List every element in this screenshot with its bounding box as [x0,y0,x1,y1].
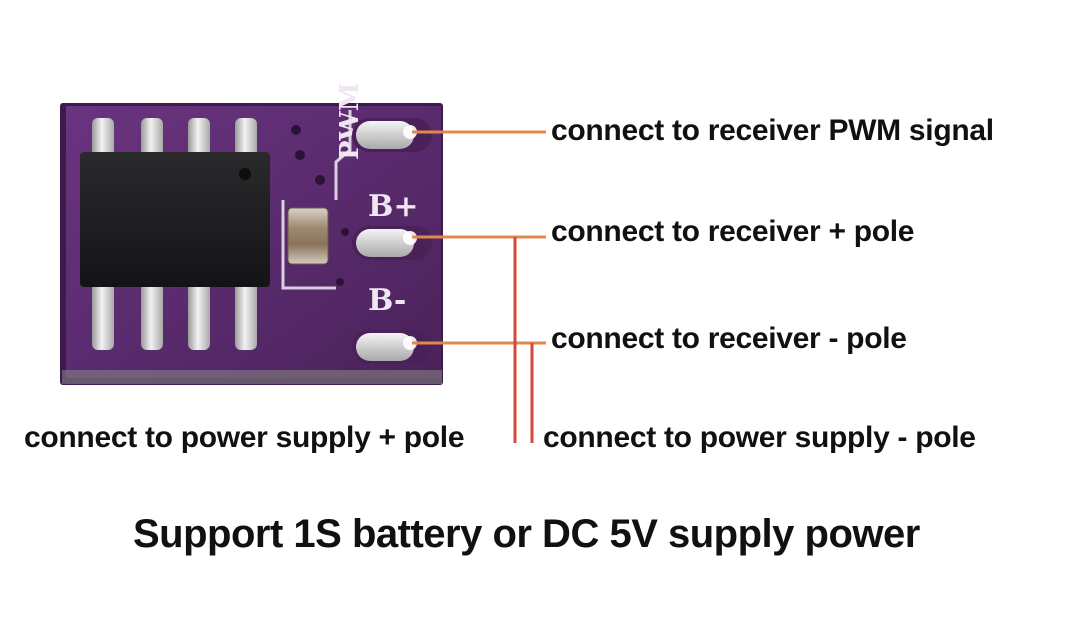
pad-b-minus [356,333,414,361]
label-pwm-signal: connect to receiver PWM signal [551,114,994,147]
ic-pin [92,280,114,350]
pad-hole [403,231,417,245]
label-supply-plus: connect to power supply + pole [24,421,465,454]
via-dot [336,278,344,286]
smd-capacitor [287,207,329,265]
label-receiver-plus: connect to receiver + pole [551,215,915,248]
ic-chip [80,152,270,287]
solder-pads [352,118,432,364]
silkscreen-outline [281,110,352,290]
leader-lines [412,130,546,443]
pad-hole [403,336,417,350]
ic-pin [188,280,210,350]
via-dot [315,175,325,185]
capacitor-body [287,207,329,265]
ic-pin [235,280,257,350]
silkscreen-b-minus: B- [368,283,406,318]
ic-pin1-dot [239,168,251,180]
label-receiver-minus: connect to receiver - pole [551,322,907,355]
silkscreen-b-plus: B+ [368,189,419,224]
label-supply-minus: connect to power supply - pole [543,421,976,454]
pad-pwm [356,121,414,149]
pad-hole [403,125,417,139]
via-dot [291,125,301,135]
ic-bottom-pins [92,280,257,350]
pad-b-plus [356,229,414,257]
via-dot [341,228,349,236]
ic-body [80,152,270,287]
ic-pin [141,280,163,350]
caption: Support 1S battery or DC 5V supply power [133,512,920,556]
pcb-side-edge [62,370,442,384]
via-dot [295,150,305,160]
